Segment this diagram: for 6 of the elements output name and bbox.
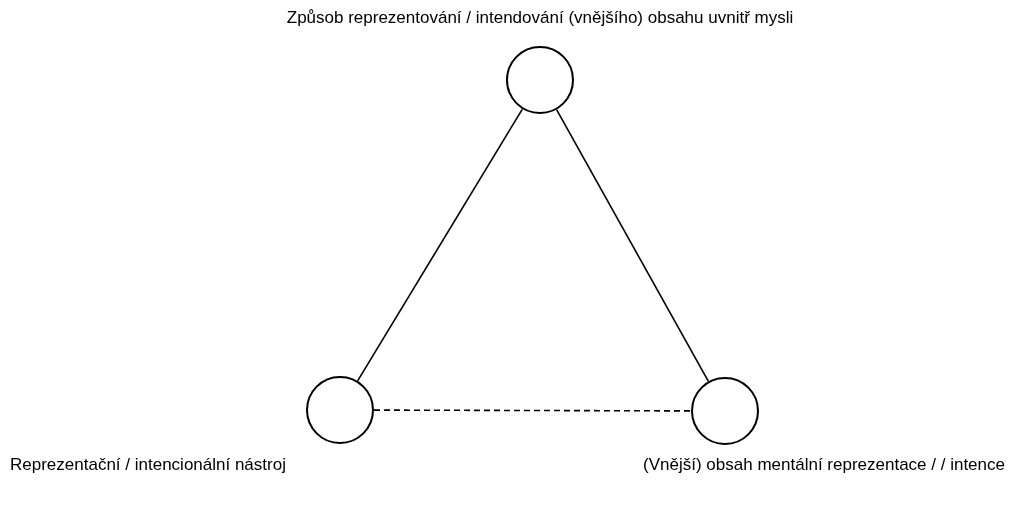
connector-line (555, 108, 710, 383)
node-label: Způsob reprezentování / intendování (vnějšího) obsahu uvnitř mysli (285, 7, 795, 29)
dashed-line (373, 409, 692, 412)
connector-line (356, 108, 524, 382)
node-label: Reprezentační / intencionální nástroj (10, 454, 287, 476)
node-label: (Vnější) obsah mentální reprezentace / / intence (642, 454, 1005, 476)
